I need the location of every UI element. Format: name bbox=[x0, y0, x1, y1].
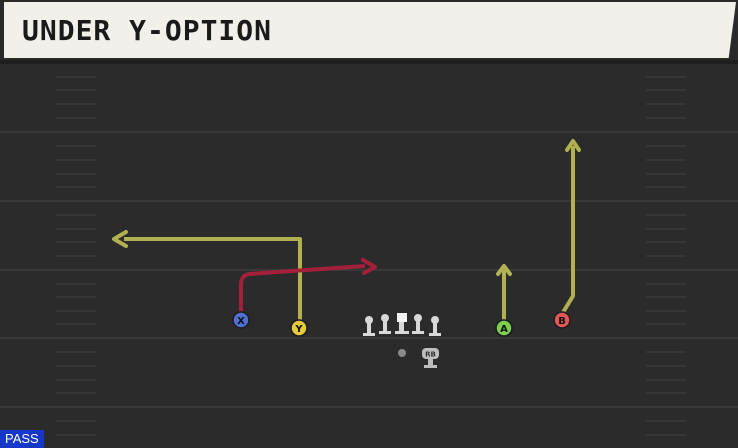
route-y bbox=[112, 230, 302, 320]
play-header: UNDER Y-OPTION bbox=[0, 0, 738, 62]
quarterback-icon bbox=[398, 349, 406, 357]
play-title: UNDER Y-OPTION bbox=[22, 14, 273, 47]
field-diagram: RB X Y A B bbox=[0, 76, 738, 436]
lineman-icon bbox=[412, 314, 424, 334]
hash-marks-left bbox=[56, 76, 96, 436]
hash-marks-right bbox=[646, 76, 686, 436]
player-b-label: B bbox=[558, 316, 566, 327]
player-x[interactable]: X bbox=[232, 311, 250, 329]
player-y[interactable]: Y bbox=[290, 319, 308, 337]
running-back-icon: RB bbox=[422, 348, 439, 368]
player-a[interactable]: A bbox=[495, 319, 513, 337]
lineman-icon bbox=[363, 316, 375, 336]
header-divider bbox=[0, 60, 738, 64]
route-a bbox=[496, 264, 512, 320]
lineman-icon bbox=[429, 316, 441, 336]
title-plate bbox=[4, 2, 736, 58]
route-b bbox=[560, 139, 581, 316]
player-b[interactable]: B bbox=[553, 311, 571, 329]
player-a-label: A bbox=[500, 324, 508, 335]
lineman-icon bbox=[379, 314, 391, 334]
play-field: RB X Y A B bbox=[0, 62, 738, 448]
center-icon bbox=[395, 313, 409, 334]
route-x bbox=[239, 258, 377, 312]
rb-label: RB bbox=[425, 351, 436, 359]
play-type-badge: PASS bbox=[0, 430, 44, 448]
player-x-label: X bbox=[237, 316, 245, 327]
player-y-label: Y bbox=[294, 324, 303, 335]
offensive-line bbox=[363, 313, 441, 336]
